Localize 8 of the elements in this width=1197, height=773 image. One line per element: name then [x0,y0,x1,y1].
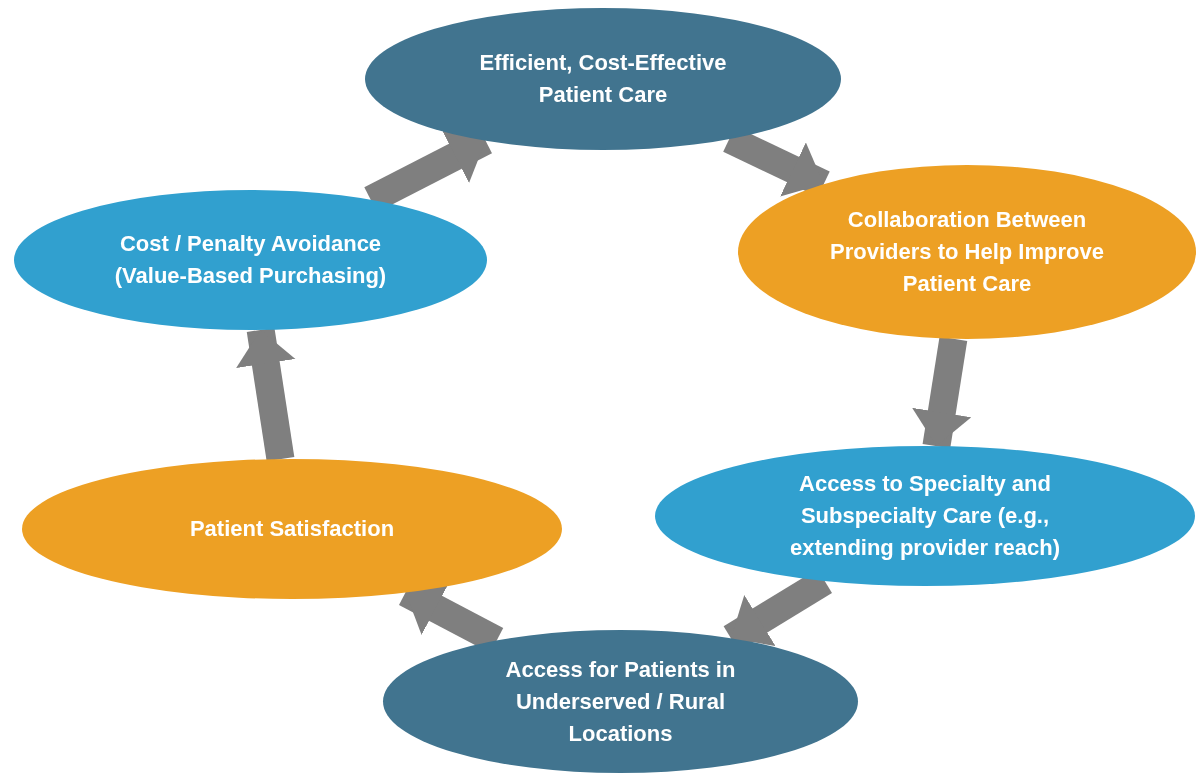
node-label: Collaboration Between Providers to Help Improve Patient Care [829,206,1105,298]
node-label: Patient Satisfaction [189,515,395,543]
node-label: Access for Patients in Underserved / Rural Locations [504,655,737,748]
node-label: Efficient, Cost-Effective Patient Care [478,49,728,109]
node-label: Cost / Penalty Avoidance (Value-Based Purchasing) [113,230,388,290]
node-label: Access to Specialty and Subspecialty Care (e.g., extending provider reach) [788,470,1062,562]
block-arrow [912,336,972,449]
block-arrow [236,327,296,462]
